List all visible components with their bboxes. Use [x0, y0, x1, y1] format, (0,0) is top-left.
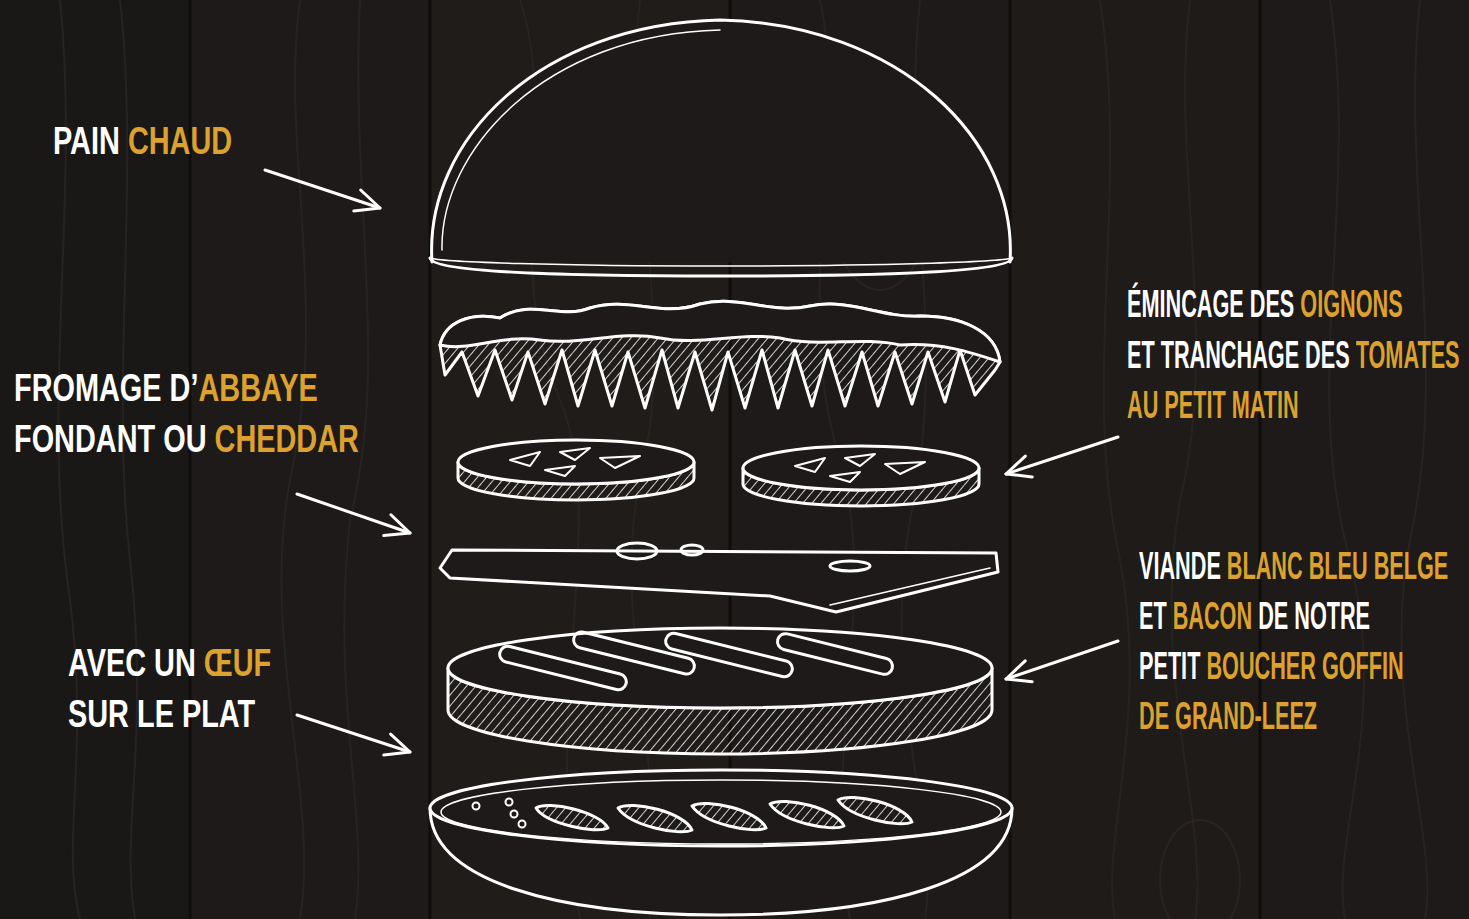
bottom-bun — [430, 770, 1012, 915]
line-spacer — [1405, 279, 1469, 330]
callout-label: AVEC UN ŒUF SUR LE PLAT — [68, 638, 828, 740]
line-spacer — [1302, 380, 1469, 431]
tomato-slice — [743, 446, 979, 506]
line-spacer — [1407, 641, 1469, 691]
callout-label: PAIN CHAUD — [53, 116, 813, 167]
line-spacer — [1320, 691, 1469, 741]
line-spacer — [236, 116, 813, 167]
callout-label: ÉMINCAGE DES OIGNONS ET TRANCHAGE DES TO… — [1127, 279, 1469, 431]
line-spacer — [1373, 591, 1469, 641]
line-spacer — [259, 689, 828, 740]
tomato-slice — [458, 440, 694, 500]
top-bun — [430, 20, 1012, 276]
lettuce — [440, 301, 1000, 410]
beef-patty — [448, 628, 992, 754]
line-spacer — [275, 638, 828, 689]
line-spacer — [322, 363, 774, 414]
line-spacer — [1462, 330, 1469, 381]
callout-label: VIANDE BLANC BLEU BELGE ET BACON DE NOTR… — [1139, 541, 1469, 741]
line-spacer — [363, 414, 774, 465]
cheese-slice — [440, 543, 998, 612]
leader-arrow — [265, 170, 1118, 752]
callout-label: FROMAGE D’ABBAYE FONDANT OU CHEDDAR — [14, 363, 774, 465]
line-spacer — [1451, 541, 1469, 591]
